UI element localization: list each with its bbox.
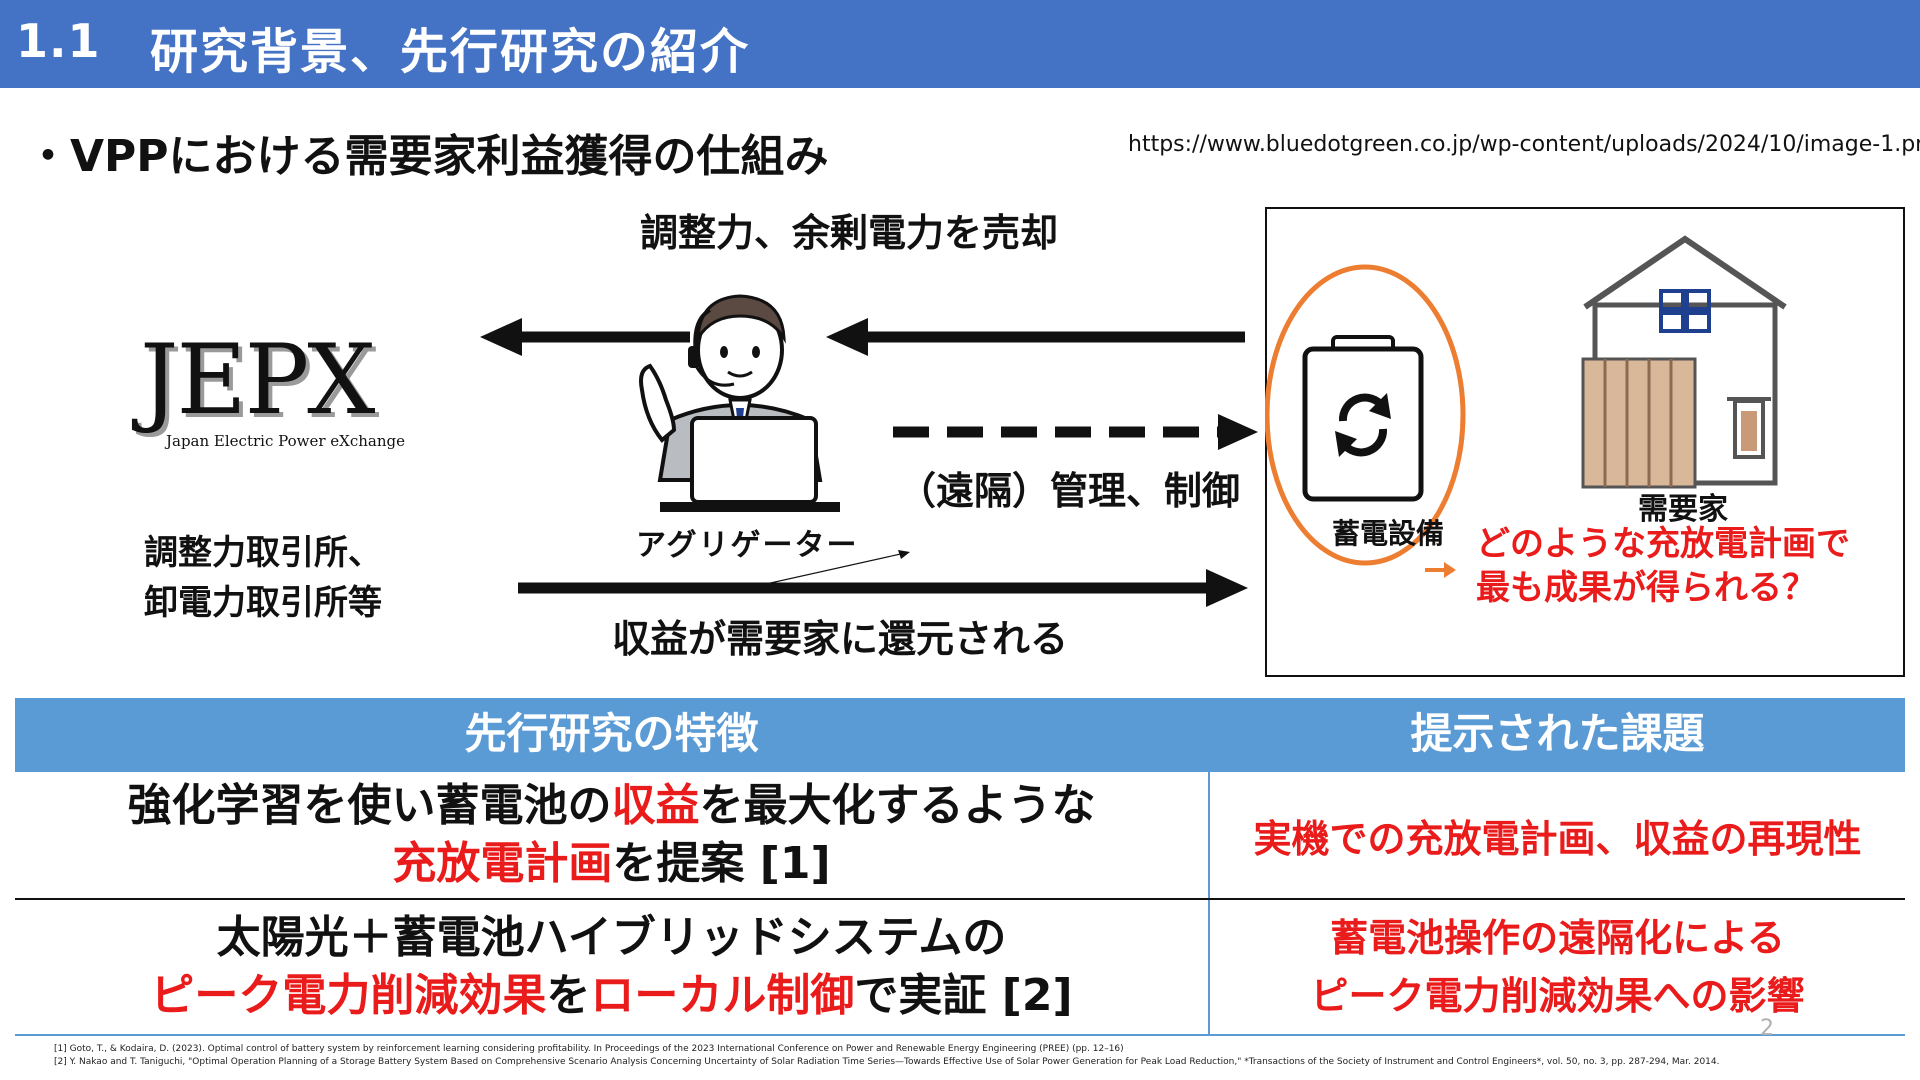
- source-url[interactable]: https://www.bluedotgreen.co.jp/wp-conten…: [1128, 132, 1920, 157]
- exchange-label-line2: 卸電力取引所等: [144, 583, 382, 623]
- table-header-row: [15, 698, 1905, 770]
- row2-highlight-local: ローカル制御: [590, 970, 855, 1021]
- table-row1-features: 強化学習を使い蓄電池の収益を最大化するような 充放電計画を提案 [1]: [15, 772, 1208, 898]
- consumer-box: [1265, 207, 1905, 677]
- research-question-line2: 最も成果が得られる？: [1476, 568, 1816, 608]
- research-question: どのような充放電計画で 最も成果が得られる？: [1476, 522, 1850, 610]
- arrow-to-aggregator: [826, 318, 1245, 356]
- subtitle: ・VPPにおける需要家利益獲得の仕組み: [26, 131, 829, 182]
- battery-label: 蓄電設備: [1332, 517, 1445, 550]
- row2-text-e: で実証 [2]: [854, 970, 1073, 1021]
- aggregator-label: アグリゲーター: [636, 528, 859, 563]
- table-row2-issue: 蓄電池操作の遠隔化による ピーク電力削減効果への影響: [1210, 900, 1905, 1034]
- arrow-to-jepx: [480, 318, 690, 356]
- battery-highlight-ring: [1265, 264, 1466, 566]
- row1-text-a: 強化学習を使い蓄電池の: [127, 780, 612, 831]
- row2-text-a: 太陽光＋蓄電池ハイブリッドシステムの: [216, 912, 1007, 963]
- sell-label: 調整力、余剰電力を売却: [640, 211, 1059, 255]
- revenue-return-label: 収益が需要家に還元される: [612, 617, 1069, 661]
- arrow-revenue-return: [518, 569, 1248, 607]
- battery-icon: [1302, 335, 1424, 502]
- table-row2-features: 太陽光＋蓄電池ハイブリッドシステムの ピーク電力削減効果をローカル制御で実証 […: [15, 900, 1208, 1034]
- row1-highlight-revenue: 収益: [611, 780, 700, 831]
- aggregator-person-icon: [639, 294, 840, 512]
- exchange-label: 調整力取引所、 卸電力取引所等: [144, 528, 382, 628]
- row1-text-e: を提案 [1]: [612, 838, 831, 889]
- title-bar: 1.1 研究背景、先行研究の紹介: [0, 0, 1920, 88]
- row2-text-c: を: [546, 970, 591, 1021]
- row1-text-c: を最大化するような: [699, 780, 1096, 831]
- prior-research-table: 先行研究の特徴 提示された課題 強化学習を使い蓄電池の収益を最大化するような 充…: [15, 698, 1905, 1036]
- jepx-logo-text: JEPX: [140, 324, 375, 436]
- page-title: 研究背景、先行研究の紹介: [150, 24, 751, 80]
- row1-highlight-plan: 充放電計画: [392, 838, 613, 889]
- row2-issue-line2: ピーク電力削減効果への影響: [1310, 974, 1805, 1018]
- research-question-line1: どのような充放電計画で: [1476, 524, 1850, 564]
- orange-arrow: [1425, 562, 1456, 578]
- house-icon: [1581, 235, 1787, 489]
- control-label: （遠隔）管理、制御: [898, 469, 1241, 513]
- reference-2: [2] Y. Nakao and T. Taniguchi, "Optimal …: [54, 1057, 1720, 1067]
- jepx-logo: JEPX Japan Electric Power eXchange: [140, 324, 405, 452]
- reference-1: [1] Goto, T., & Kodaira, D. (2023). Opti…: [54, 1044, 1124, 1054]
- thin-pointer: [729, 550, 910, 593]
- table-row1-issue: 実機での充放電計画、収益の再現性: [1253, 816, 1862, 861]
- dashed-control-arrow: [893, 414, 1258, 450]
- row2-issue-line1: 蓄電池操作の遠隔化による: [1330, 916, 1785, 960]
- consumer-illustration: [1265, 235, 1787, 566]
- consumer-label: 需要家: [1638, 492, 1728, 527]
- row2-highlight-peak: ピーク電力削減効果: [150, 970, 547, 1021]
- exchange-label-line1: 調整力取引所、: [144, 533, 382, 573]
- jepx-logo-subtext: Japan Electric Power eXchange: [166, 432, 405, 450]
- page-number: 2: [1760, 1016, 1774, 1041]
- table-header-features: 先行研究の特徴: [464, 709, 759, 758]
- table-header-issues: 提示された課題: [1410, 709, 1705, 758]
- section-number: 1.1: [16, 14, 101, 68]
